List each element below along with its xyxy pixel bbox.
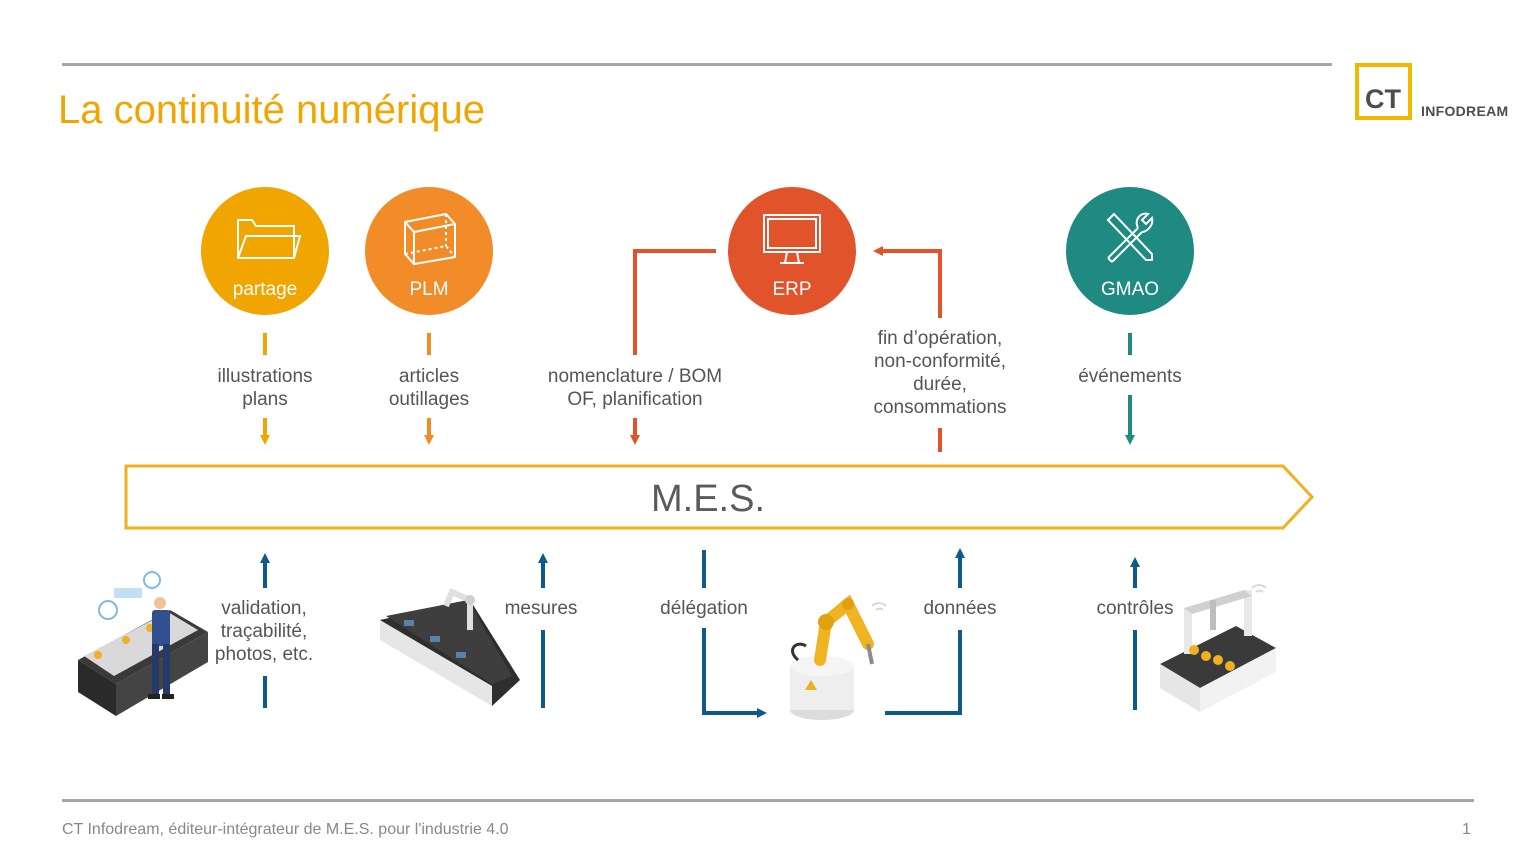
- flow-label-articles: articles: [399, 366, 459, 387]
- cube-icon: [404, 212, 456, 266]
- erp-to-mes-arrow: [630, 249, 716, 445]
- flow-label-non-conformite: non-conformité,: [874, 351, 1006, 372]
- logo-name: INFODREAM: [1421, 103, 1509, 119]
- gmao-label: GMAO: [1101, 279, 1159, 300]
- logo-letters: CT: [1365, 84, 1401, 114]
- top-divider: [62, 63, 1332, 66]
- mes-to-erp-arrow: [873, 246, 942, 452]
- tools-icon: [1106, 212, 1154, 263]
- page-number: 1: [1462, 821, 1471, 838]
- partage-node: partage: [201, 187, 329, 315]
- flow-label-plans: plans: [242, 389, 287, 410]
- mes-band: M.E.S.: [124, 464, 1315, 530]
- gmao-node: GMAO: [1066, 187, 1194, 315]
- donnees-to-mes-arrow: [885, 548, 965, 715]
- conveyor-robot-illustration: [380, 588, 520, 706]
- logo-frame: [1355, 63, 1412, 120]
- flow-label-tracabilite: traçabilité,: [221, 621, 308, 642]
- flow-label-donnees: données: [924, 598, 997, 619]
- flow-label-evenements: événements: [1078, 366, 1182, 387]
- flow-label-planification: OF, planification: [567, 389, 702, 410]
- folder-icon: [237, 219, 302, 259]
- delegation-arrow: [702, 550, 767, 718]
- flow-label-consommations: consommations: [873, 397, 1006, 418]
- flow-label-illustrations: illustrations: [217, 366, 312, 387]
- bottom-divider: [62, 799, 1474, 802]
- plm-node: PLM: [365, 187, 493, 315]
- footer-text: CT Infodream, éditeur-intégrateur de M.E…: [62, 821, 509, 838]
- flow-label-outillages: outillages: [389, 389, 469, 410]
- partage-label: partage: [233, 279, 297, 300]
- measuring-machine-illustration: [1160, 584, 1276, 712]
- flow-label-nomenclature: nomenclature / BOM: [548, 366, 722, 387]
- flow-label-controles: contrôles: [1096, 598, 1173, 619]
- flow-label-delegation: délégation: [660, 598, 748, 619]
- flow-label-validation: validation,: [221, 598, 307, 619]
- erp-node: ERP: [728, 187, 856, 315]
- page-title: La continuité numérique: [58, 88, 485, 132]
- flow-label-duree: durée,: [913, 374, 967, 395]
- flow-label-photos: photos, etc.: [215, 644, 313, 665]
- monitor-icon: [763, 214, 821, 264]
- erp-label: ERP: [772, 279, 811, 300]
- flow-label-mesures: mesures: [505, 598, 578, 619]
- mes-label: M.E.S.: [651, 478, 765, 520]
- flow-label-fin-operation: fin d’opération,: [878, 328, 1003, 349]
- plm-label: PLM: [409, 279, 448, 300]
- industrial-robot-illustration: [790, 594, 887, 720]
- operator-workstation-illustration: [78, 571, 208, 716]
